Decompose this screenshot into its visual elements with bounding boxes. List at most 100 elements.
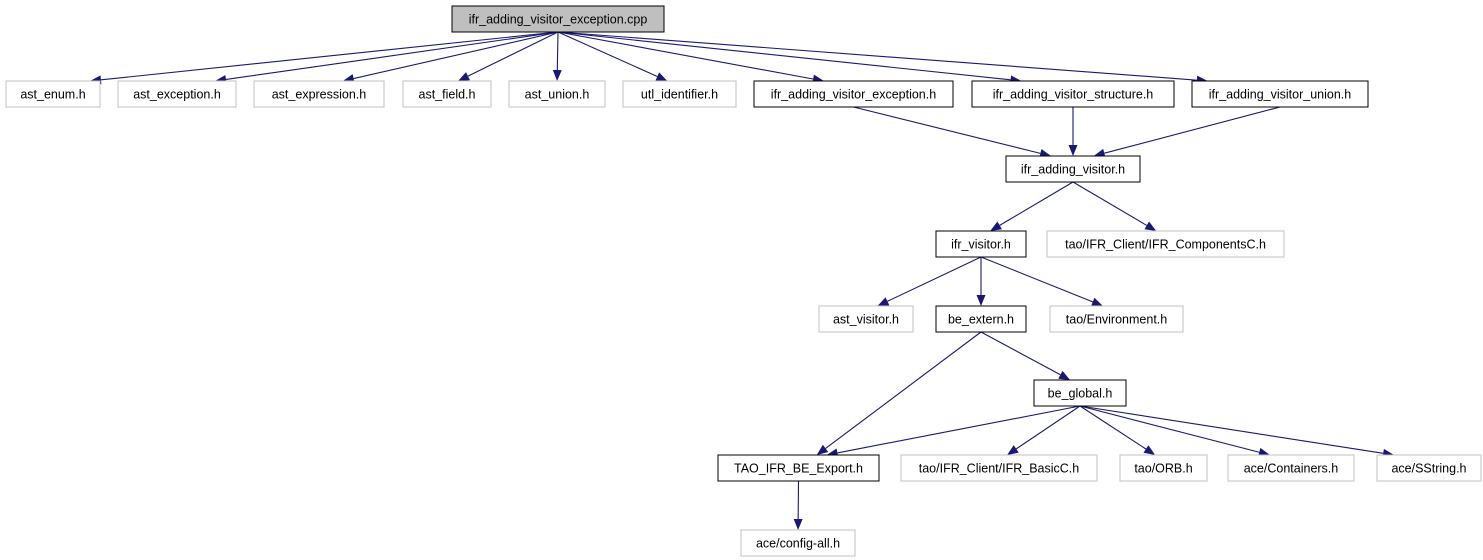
node-box[interactable] xyxy=(1046,230,1285,258)
edge-arrowhead-icon xyxy=(1058,370,1071,380)
node-box[interactable] xyxy=(818,305,914,333)
graph-node-ast-field-h[interactable]: ast_field.h xyxy=(402,80,492,108)
edge-arrowhead-icon xyxy=(1143,445,1156,455)
node-box[interactable] xyxy=(1227,454,1355,482)
node-box[interactable] xyxy=(935,230,1027,258)
graph-node-ast-exception-h[interactable]: ast_exception.h xyxy=(117,80,237,108)
graph-node-ace-config-all-h[interactable]: ace/config-all.h xyxy=(740,529,856,557)
node-box[interactable] xyxy=(753,80,954,108)
node-box[interactable] xyxy=(508,80,606,108)
edge-arrowhead-icon xyxy=(552,69,562,81)
graph-node-be-global-h[interactable]: be_global.h xyxy=(1033,379,1127,407)
graph-node-ast-visitor-h[interactable]: ast_visitor.h xyxy=(818,305,914,333)
graph-node-tao-ifr-be-export-h[interactable]: TAO_IFR_BE_Export.h xyxy=(717,454,880,482)
node-box[interactable] xyxy=(1119,454,1208,482)
dependency-edge xyxy=(1093,106,1281,158)
graph-node-ifr-adding-visitor-structure-h[interactable]: ifr_adding_visitor_structure.h xyxy=(971,80,1175,108)
node-box[interactable] xyxy=(253,80,385,108)
node-label: ifr_adding_visitor_exception.cpp xyxy=(469,12,648,26)
edge-line xyxy=(353,31,559,80)
graph-node-ace-sstring-h[interactable]: ace/SString.h xyxy=(1376,454,1482,482)
node-box[interactable] xyxy=(935,305,1027,333)
node-label: ifr_adding_visitor_union.h xyxy=(1209,87,1352,101)
dependency-edge xyxy=(557,31,1208,85)
edge-line xyxy=(225,31,559,80)
node-label: ast_expression.h xyxy=(272,87,367,101)
edge-arrowhead-icon xyxy=(990,221,1002,231)
graph-node-utl-identifier-h[interactable]: utl_identifier.h xyxy=(622,80,737,108)
node-label: ifr_adding_visitor_exception.h xyxy=(771,87,936,101)
node-box[interactable] xyxy=(971,80,1175,108)
dependency-edge xyxy=(976,257,986,306)
graph-node-ifr-adding-visitor-exception-cpp[interactable]: ifr_adding_visitor_exception.cpp xyxy=(451,5,665,33)
node-box[interactable] xyxy=(740,529,856,557)
graph-node-ace-containers-h[interactable]: ace/Containers.h xyxy=(1227,454,1355,482)
dependency-edge xyxy=(793,480,803,530)
dependency-edge xyxy=(980,256,1103,307)
graph-node-ast-enum-h[interactable]: ast_enum.h xyxy=(5,80,101,108)
node-box[interactable] xyxy=(1191,80,1369,108)
edge-arrowhead-icon xyxy=(1007,445,1019,455)
dependency-edge xyxy=(990,181,1074,231)
edge-line xyxy=(853,106,1041,154)
node-box[interactable] xyxy=(900,454,1098,482)
node-box[interactable] xyxy=(451,5,665,33)
dependency-edge xyxy=(1079,405,1156,455)
dependency-edge xyxy=(557,31,668,81)
graph-node-ifr-visitor-h[interactable]: ifr_visitor.h xyxy=(935,230,1027,258)
edge-line xyxy=(825,331,982,449)
node-box[interactable] xyxy=(1376,454,1482,482)
node-label: TAO_IFR_BE_Export.h xyxy=(734,461,863,475)
graph-node-ifr-adding-visitor-h[interactable]: ifr_adding_visitor.h xyxy=(1005,155,1141,183)
edge-line xyxy=(557,31,1011,81)
edge-line xyxy=(467,31,559,77)
graph-node-ifr-adding-visitor-exception-h[interactable]: ifr_adding_visitor_exception.h xyxy=(753,80,954,108)
edge-line xyxy=(1079,405,1260,453)
edge-arrowhead-icon xyxy=(1091,297,1103,307)
graph-node-ast-expression-h[interactable]: ast_expression.h xyxy=(253,80,385,108)
node-label: tao/IFR_Client/IFR_ComponentsC.h xyxy=(1065,237,1266,251)
edge-arrowhead-icon xyxy=(816,444,829,455)
node-box[interactable] xyxy=(117,80,237,108)
edge-line xyxy=(557,31,658,78)
node-label: ast_visitor.h xyxy=(833,312,899,326)
edge-arrowhead-icon xyxy=(458,72,470,81)
node-box[interactable] xyxy=(622,80,737,108)
graph-node-ast-union-h[interactable]: ast_union.h xyxy=(508,80,606,108)
graph-node-tao-orb-h[interactable]: tao/ORB.h xyxy=(1119,454,1208,482)
edge-line xyxy=(1072,181,1148,226)
node-label: ifr_adding_visitor_structure.h xyxy=(993,87,1154,101)
graph-node-tao-ifr-client-ifr-componentsc-h[interactable]: tao/IFR_Client/IFR_ComponentsC.h xyxy=(1046,230,1285,258)
node-box[interactable] xyxy=(1005,155,1141,183)
edge-line xyxy=(887,256,982,302)
node-box[interactable] xyxy=(1033,379,1127,407)
edge-line xyxy=(100,31,559,81)
node-label: ace/config-all.h xyxy=(756,536,840,550)
edge-line xyxy=(999,181,1074,226)
dependency-edge xyxy=(877,256,982,306)
node-label: tao/IFR_Client/IFR_BasicC.h xyxy=(919,461,1080,475)
dependency-edge xyxy=(853,106,1052,158)
dependency-edge xyxy=(342,31,559,83)
dependency-edge xyxy=(980,331,1071,380)
dependency-edge xyxy=(90,31,559,85)
edge-line xyxy=(1015,405,1081,450)
dependency-edge xyxy=(1007,405,1081,455)
graph-node-be-extern-h[interactable]: be_extern.h xyxy=(935,305,1027,333)
edge-line xyxy=(1104,106,1281,154)
edge-arrowhead-icon xyxy=(1258,447,1270,457)
node-box[interactable] xyxy=(402,80,492,108)
edge-arrowhead-icon xyxy=(877,297,890,306)
node-box[interactable] xyxy=(5,80,101,108)
edge-line xyxy=(557,31,1197,81)
graph-node-ifr-adding-visitor-union-h[interactable]: ifr_adding_visitor_union.h xyxy=(1191,80,1369,108)
graph-node-tao-environment-h[interactable]: tao/Environment.h xyxy=(1049,305,1184,333)
edge-line xyxy=(837,405,1081,454)
dependency-edge xyxy=(215,31,559,84)
node-box[interactable] xyxy=(717,454,880,482)
graph-node-tao-ifr-client-ifr-basicc-h[interactable]: tao/IFR_Client/IFR_BasicC.h xyxy=(900,454,1098,482)
edge-arrowhead-icon xyxy=(1144,221,1157,231)
dependency-edge xyxy=(1072,181,1157,231)
node-box[interactable] xyxy=(1049,305,1184,333)
